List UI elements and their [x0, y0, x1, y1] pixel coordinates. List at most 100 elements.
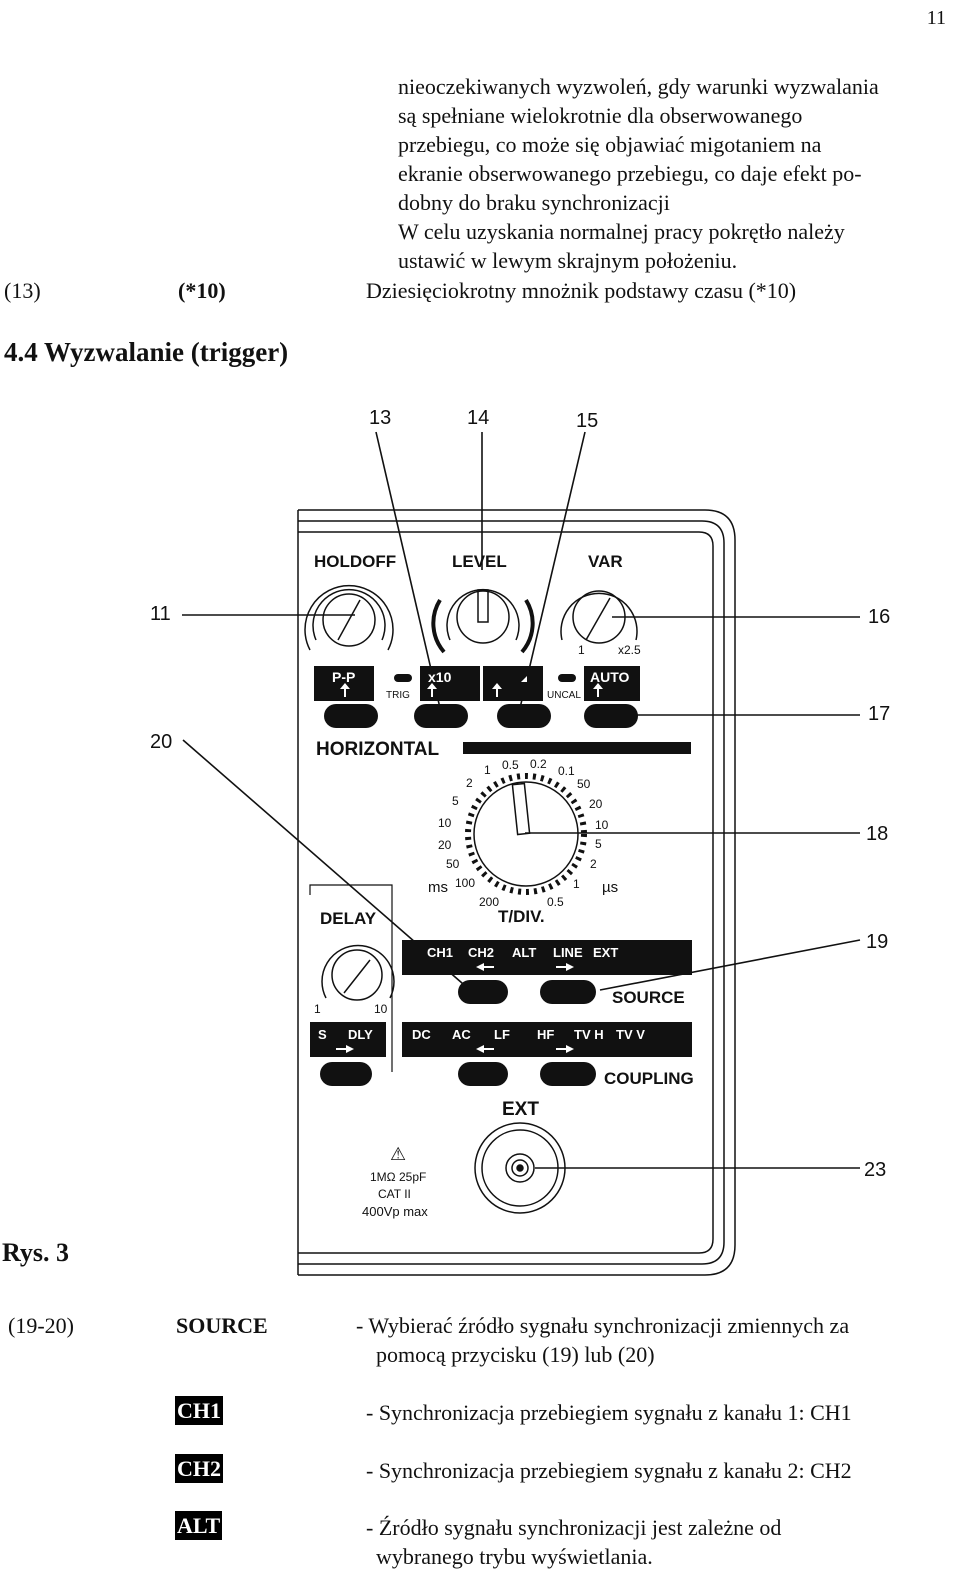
auto-button: [584, 704, 638, 728]
source-description-line-1: - Wybierać źródło sygnału synchronizacji…: [356, 1313, 850, 1338]
delay-label: DELAY: [320, 909, 377, 928]
intro-line-3: przebiegu, co może się objawiać migotani…: [398, 132, 822, 157]
delay-box: [309, 884, 393, 1072]
source-button-20: [458, 980, 508, 1004]
source-term: SOURCE: [176, 1313, 268, 1338]
slope-block: [483, 666, 543, 701]
auto-label: AUTO: [590, 669, 630, 685]
source-strip: [402, 940, 692, 975]
delay-min: 1: [314, 1002, 321, 1016]
ext-label: EXT: [502, 1099, 539, 1120]
option-ch1-description: - Synchronizacja przebiegiem sygnału z k…: [366, 1400, 852, 1425]
coupling-button-right: [540, 1062, 596, 1086]
delay-s: S: [318, 1027, 327, 1042]
intro-line-5: dobny do braku synchronizacji: [398, 190, 670, 215]
tdiv-right-4: 5: [595, 837, 602, 851]
item13-number: (13): [4, 278, 41, 303]
source-number: (19-20): [8, 1313, 74, 1338]
var-min: 1: [578, 643, 585, 657]
tdiv-left-2: 2: [466, 776, 473, 790]
intro-line-1: nieoczekiwanych wyzwoleń, gdy warunki wy…: [398, 74, 879, 99]
tdiv-left-5: 20: [438, 838, 452, 852]
tdiv-dial: [465, 773, 587, 895]
figure-caption: Rys. 3: [2, 1238, 69, 1267]
option-alt-description-line-1: - Źródło sygnału synchronizacji jest zal…: [366, 1515, 782, 1540]
panel-frame: [297, 509, 736, 1276]
source-left-arrow-icon: [476, 963, 494, 971]
delay-dly: DLY: [348, 1027, 373, 1042]
callout-11: 11: [150, 603, 171, 625]
coupling-label: COUPLING: [604, 1069, 694, 1088]
source-ch1: CH1: [427, 945, 453, 960]
coupling-tvh: TV H: [574, 1027, 604, 1042]
horizontal-label: HORIZONTAL: [316, 739, 440, 760]
tdiv-right-2: 20: [589, 797, 603, 811]
coupling-dc: DC: [412, 1027, 431, 1042]
intro-line-2: są spełniane wielokrotnie dla obserwowan…: [398, 103, 803, 128]
level-knob: [431, 588, 535, 654]
callout-lines: [182, 431, 861, 1169]
holdoff-knob: [304, 584, 394, 651]
intro-line-7: ustawić w lewym skrajnym położeniu.: [398, 248, 738, 273]
callout-17: 17: [868, 703, 890, 725]
pp-button: [324, 704, 378, 728]
spec-impedance: 1MΩ 25pF: [370, 1170, 426, 1184]
option-alt-description-line-2: wybranego trybu wyświetlania.: [376, 1544, 653, 1569]
source-label: SOURCE: [612, 988, 685, 1007]
callout-14: 14: [467, 407, 489, 429]
section-heading: 4.4 Wyzwalanie (trigger): [4, 337, 289, 367]
uncal-led: [558, 674, 576, 682]
callout-18: 18: [866, 823, 888, 845]
var-knob: [560, 590, 638, 644]
source-right-arrow-icon: [556, 963, 574, 971]
source-line: LINE: [553, 945, 583, 960]
delay-max: 10: [374, 1002, 388, 1016]
callout-23: 23: [864, 1159, 886, 1181]
tdiv-top-2: 0.2: [530, 757, 547, 771]
item13-label: (*10): [178, 278, 226, 303]
callout-15: 15: [576, 410, 598, 432]
item13-description: Dziesięciokrotny mnożnik podstawy czasu …: [366, 278, 797, 303]
coupling-left-arrow-icon: [476, 1045, 494, 1053]
tdiv-right-6: 1: [573, 877, 580, 891]
tdiv-left-7: 100: [455, 876, 475, 890]
warning-icon: ⚠: [390, 1144, 406, 1164]
intro-line-4: ekranie obserwowanego przebiegu, co daje…: [398, 161, 862, 186]
source-alt: ALT: [512, 945, 536, 960]
callout-20: 20: [150, 731, 172, 753]
x10-block: [420, 666, 480, 701]
tdiv-right-5: 2: [590, 857, 597, 871]
tdiv-right-3: 10: [595, 818, 609, 832]
coupling-lf: LF: [494, 1027, 510, 1042]
callout-19: 19: [866, 931, 888, 953]
callout-16: 16: [868, 606, 890, 628]
tdiv-right-7: 0.5: [547, 895, 564, 909]
source-ch2: CH2: [468, 945, 494, 960]
coupling-ac: AC: [452, 1027, 471, 1042]
tdiv-ms: ms: [428, 879, 448, 896]
trigger-panel-figure: 13 14 15 11 16 17 20 18 19 23 HOLDOFF LE…: [150, 407, 890, 1276]
coupling-right-arrow-icon: [556, 1045, 574, 1053]
coupling-tvv: TV V: [616, 1027, 645, 1042]
option-ch1-key: CH1: [175, 1396, 223, 1425]
trig-label: TRIG: [386, 690, 410, 701]
tdiv-left-1: 1: [484, 763, 491, 777]
tdiv-label: T/DIV.: [498, 907, 545, 926]
page-number: 11: [926, 7, 946, 29]
tdiv-top-1: 0.5: [502, 758, 519, 772]
x10-label: x10: [428, 669, 452, 685]
trig-led: [394, 674, 412, 682]
coupling-hf: HF: [537, 1027, 554, 1042]
tdiv-right-1: 50: [577, 777, 591, 791]
source-description-line-2: pomocą przycisku (19) lub (20): [376, 1342, 655, 1367]
tdiv-top-3: 0.1: [558, 764, 575, 778]
tdiv-left-6: 50: [446, 857, 460, 871]
spec-max-voltage: 400Vp max: [362, 1204, 428, 1219]
option-ch2-key: CH2: [175, 1454, 223, 1483]
tdiv-left-3: 5: [452, 794, 459, 808]
var-label: VAR: [588, 552, 623, 571]
holdoff-label: HOLDOFF: [314, 552, 396, 571]
source-button-19: [540, 980, 596, 1004]
tdiv-us: µs: [602, 879, 618, 896]
uncal-label: UNCAL: [547, 690, 581, 701]
